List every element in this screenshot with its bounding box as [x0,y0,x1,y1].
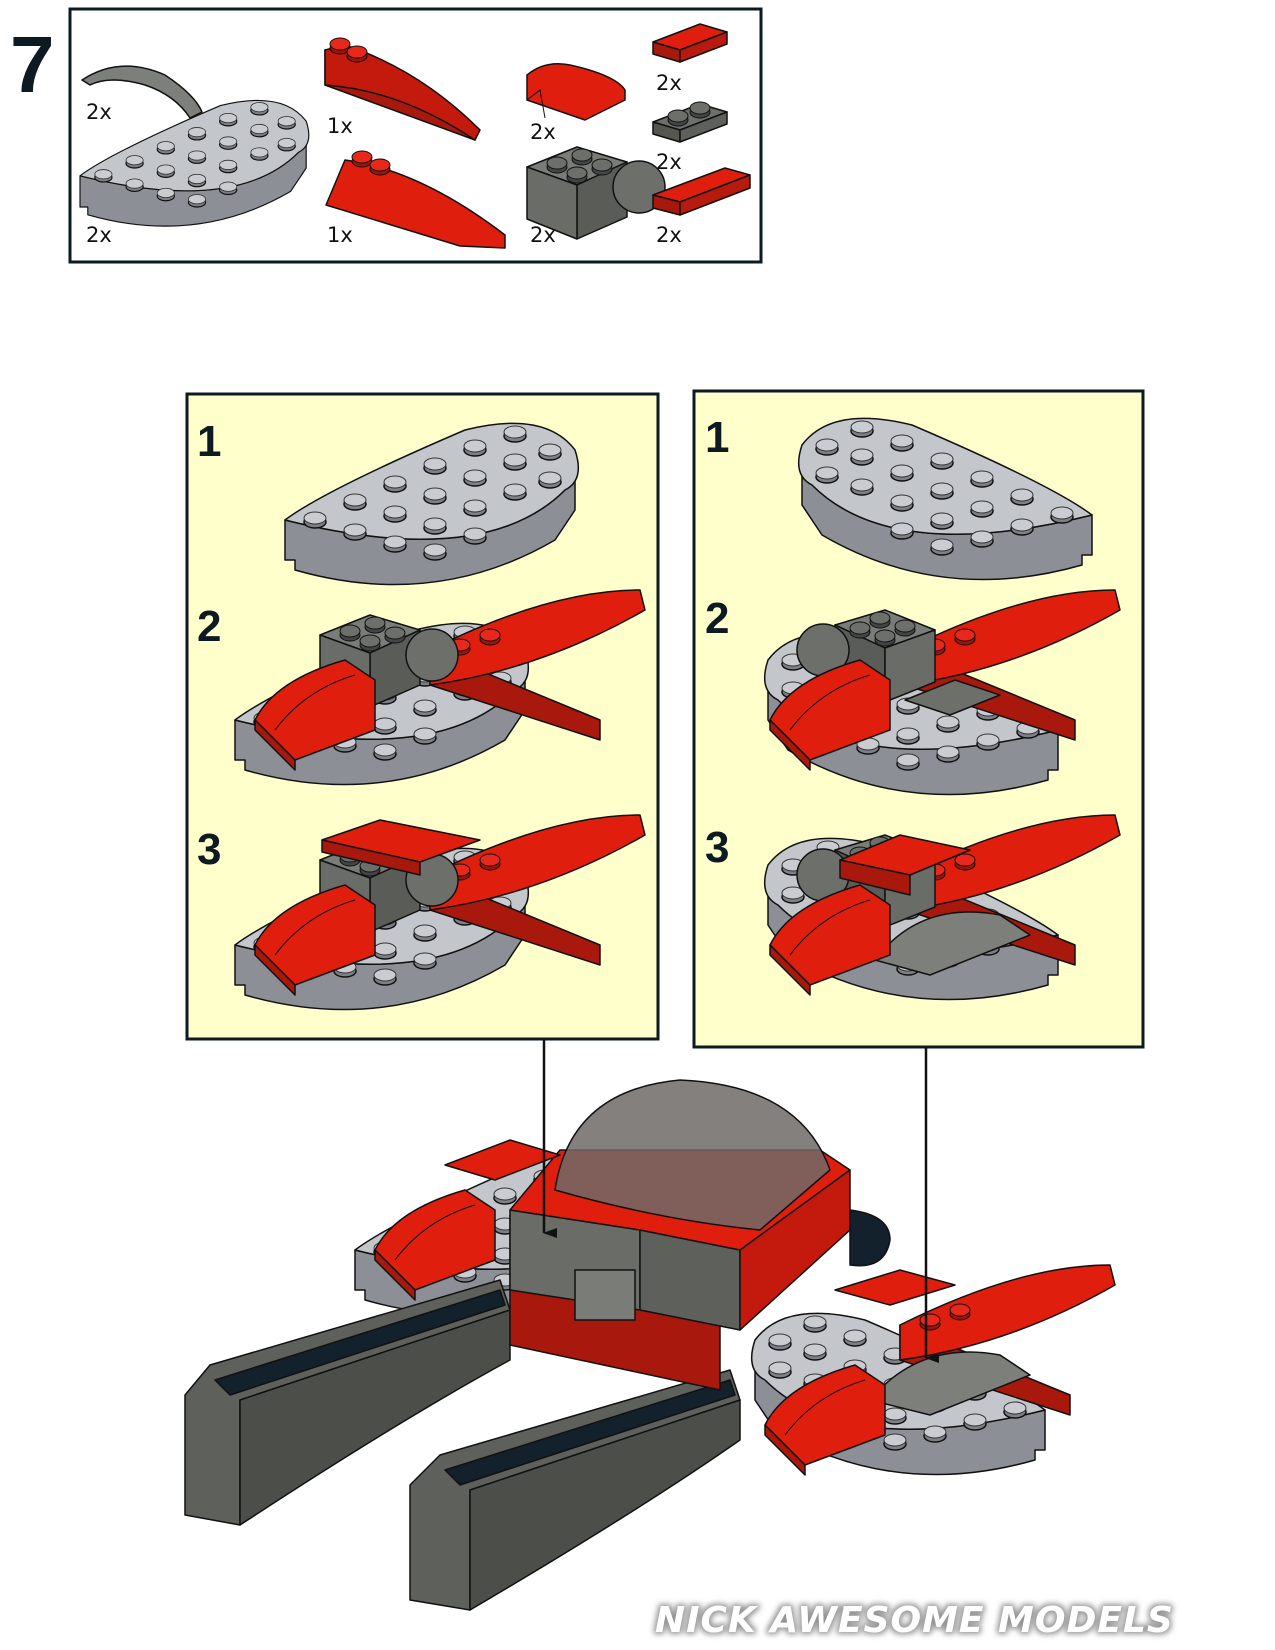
qty-label: 2x [86,223,112,247]
watermark-logo: NICK AWESOME MODELS [655,1600,1174,1641]
part-red-wedge-slope-left [325,150,506,249]
part-dark-gray-plate-1x2 [652,101,728,143]
qty-label: 2x [530,120,556,144]
qty-label: 1x [327,223,353,247]
part-red-tile-1x2 [652,23,728,63]
part-dark-gray-curved-slope [81,65,203,119]
substep-3-illustration [765,815,1120,1000]
qty-label: 2x [656,150,682,174]
substep-number: 2 [197,602,221,651]
substep-number: 2 [705,594,729,643]
part-red-wedge-slope-right [324,37,481,141]
substep-2-illustration [765,590,1120,795]
qty-label: 2x [530,223,556,247]
sub-assembly-panel-left: 1 2 3 [185,392,660,1041]
qty-label: 2x [86,100,112,124]
substep-number: 3 [705,823,729,872]
part-red-tile-1x3 [652,167,751,216]
step-number: 7 [10,20,55,109]
watermark-text: NICK AWESOME MODELS [655,1600,1174,1641]
qty-label: 2x [656,71,682,95]
part-red-curved-slope [526,63,626,121]
substep-number: 3 [197,825,221,874]
qty-label: 1x [327,114,353,138]
qty-label: 2x [656,223,682,247]
substep-number: 1 [705,413,729,462]
parts-list: 2x 2x 1x 1x 2x 2x 2x 2x 2x [68,7,763,264]
sub-assembly-panel-right: 1 2 3 [692,389,1145,1049]
substep-number: 1 [197,417,221,466]
substep-3-illustration [235,815,645,1010]
main-model-illustration [184,1079,1115,1611]
